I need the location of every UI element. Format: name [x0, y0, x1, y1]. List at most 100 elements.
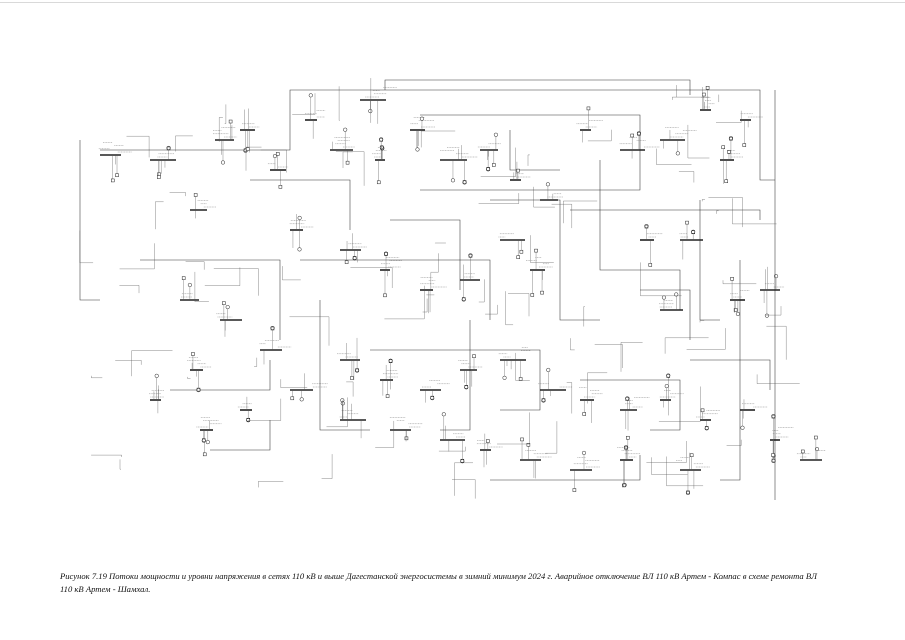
transformer-40-2 [546, 367, 551, 373]
breaker-5-2 [275, 152, 280, 156]
page-top-rule [0, 2, 905, 3]
breaker-60-3 [721, 145, 725, 149]
wire-44 [672, 96, 710, 100]
wire-8 [515, 352, 530, 381]
breaker-27-0 [181, 276, 186, 280]
wire-51 [478, 279, 485, 303]
transformer-21-0 [352, 256, 357, 261]
breaker-21-4 [344, 260, 349, 264]
breaker-0-1 [115, 173, 119, 177]
transformer-36-0 [388, 358, 393, 363]
transmission-line-13 [170, 360, 271, 391]
wire-41 [280, 379, 308, 388]
wire-65 [421, 130, 456, 148]
wire-38 [505, 291, 514, 325]
transformer-46-2 [771, 458, 776, 464]
wire-76 [587, 129, 612, 142]
wire-7 [732, 198, 777, 225]
transformer-32-3 [205, 440, 210, 445]
breaker-3-1 [228, 119, 233, 124]
wire-24 [119, 243, 155, 270]
wire-30 [756, 374, 800, 384]
wire-49 [508, 293, 530, 317]
wire-82 [375, 420, 394, 448]
wire-46 [289, 316, 330, 346]
wire-89 [485, 304, 498, 315]
transformer-20-2 [297, 247, 302, 252]
transformer-17-1 [675, 151, 680, 156]
transmission-line-19 [210, 420, 271, 451]
breaker-0-0 [111, 178, 115, 183]
breaker-52-2 [520, 437, 524, 442]
transmission-line-0 [79, 140, 100, 301]
wire-71 [213, 268, 259, 296]
transformer-14-1 [545, 182, 550, 187]
breaker-56-3 [730, 277, 734, 281]
caption-line-1: Рисунок 7.19 Потоки мощности и уровни на… [60, 571, 817, 581]
wire-13 [686, 328, 726, 350]
wire-45 [699, 320, 705, 323]
breaker-12-4 [492, 163, 496, 167]
wire-14 [566, 382, 572, 414]
transformer-32-2 [201, 438, 206, 443]
breaker-49-0 [404, 436, 409, 441]
wire-62 [716, 210, 719, 214]
transmission-line-15 [319, 300, 370, 431]
transformer-22-1 [383, 251, 389, 256]
caption-line-2: 110 кВ Артем - Шамхал. [60, 584, 151, 594]
transformer-5-0 [272, 153, 277, 159]
wire-54 [430, 253, 439, 273]
breaker-16-2 [630, 133, 634, 138]
wire-39 [282, 266, 301, 281]
transformer-9-3 [379, 137, 384, 142]
wire-77 [480, 147, 516, 177]
transmission-line-1 [100, 89, 370, 151]
transmission-line-11 [580, 379, 681, 431]
wire-47 [678, 171, 695, 183]
breaker-34-2 [290, 396, 295, 401]
transformer-1-2 [166, 145, 171, 150]
wire-21 [478, 193, 519, 204]
transformer-3-2 [220, 160, 226, 165]
breaker-39-1 [518, 377, 523, 381]
breaker-7-0 [345, 160, 350, 165]
wire-87 [346, 381, 354, 397]
wire-52 [245, 146, 262, 171]
breaker-61-0 [648, 263, 653, 267]
breaker-54-1 [626, 435, 630, 440]
wire-68 [530, 235, 554, 263]
wire-78 [666, 456, 704, 486]
transformer-24-2 [461, 297, 466, 302]
transformer-58-0 [661, 295, 666, 300]
transformer-44-1 [704, 426, 709, 431]
breaker-18-1 [705, 86, 710, 90]
transmission-line-14 [140, 259, 281, 340]
transformer-6-1 [308, 93, 313, 98]
transformer-57-4 [764, 313, 769, 318]
breaker-26-0 [534, 248, 538, 253]
breaker-55-3 [689, 453, 694, 457]
transformer-43-1 [664, 384, 669, 389]
wire-37 [338, 86, 340, 121]
transmission-line-5 [720, 260, 741, 481]
transmission-line-10 [370, 349, 541, 411]
breaker-60-2 [724, 179, 728, 183]
transmission-line-22 [509, 130, 560, 171]
transformer-30-0 [196, 388, 201, 393]
wire-57 [708, 197, 743, 228]
wire-55 [438, 446, 466, 452]
breaker-54-0 [622, 483, 626, 488]
transformer-53-1 [581, 450, 587, 455]
transformer-34-1 [299, 397, 304, 402]
breaker-18-0 [702, 92, 706, 97]
wire-28 [169, 192, 186, 197]
transformer-46-0 [771, 414, 776, 419]
wire-81 [527, 154, 530, 166]
breaker-56-0 [733, 308, 738, 312]
transformer-43-0 [666, 373, 671, 378]
transmission-line-20 [690, 359, 771, 390]
wire-75 [219, 117, 223, 142]
transformer-45-0 [740, 425, 745, 430]
breaker-32-1 [202, 452, 207, 457]
transformer-58-1 [674, 292, 679, 297]
